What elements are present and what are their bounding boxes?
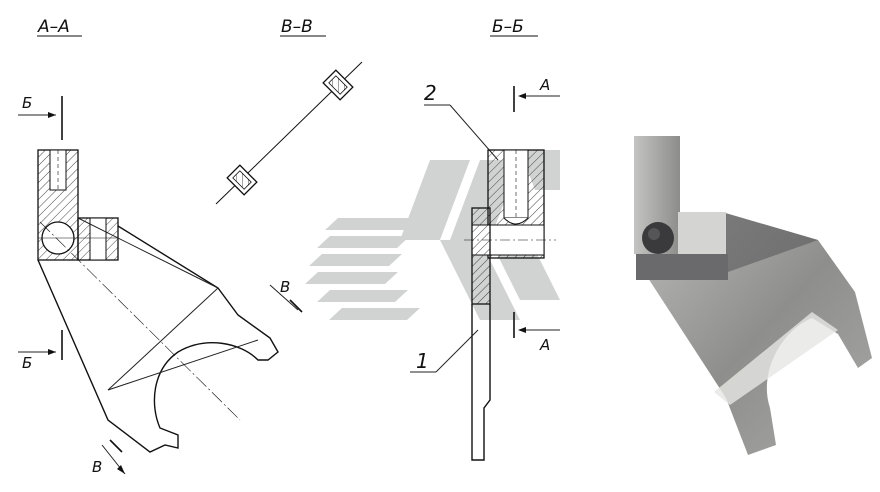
section-aa-view: А–А Б Б В В (18, 17, 303, 476)
cut-a-top-label: А (539, 76, 550, 94)
cut-b-bottom-label: Б (22, 354, 32, 372)
cut-v-top-label: В (280, 278, 290, 296)
section-bb-view: Б–Б А А 2 1 (410, 17, 560, 461)
callout-1: 1 (416, 349, 429, 373)
cut-b-top-label: Б (22, 94, 32, 112)
section-vv-title: В–В (281, 17, 313, 37)
part-photo (634, 136, 872, 455)
cut-v-bottom-label: В (92, 458, 102, 476)
cut-a-bottom-label: А (539, 336, 550, 354)
section-bb-title: Б–Б (492, 17, 524, 37)
callout-2: 2 (424, 81, 437, 105)
section-aa-title: А–А (37, 17, 70, 37)
section-vv-view: В–В (215, 17, 363, 205)
